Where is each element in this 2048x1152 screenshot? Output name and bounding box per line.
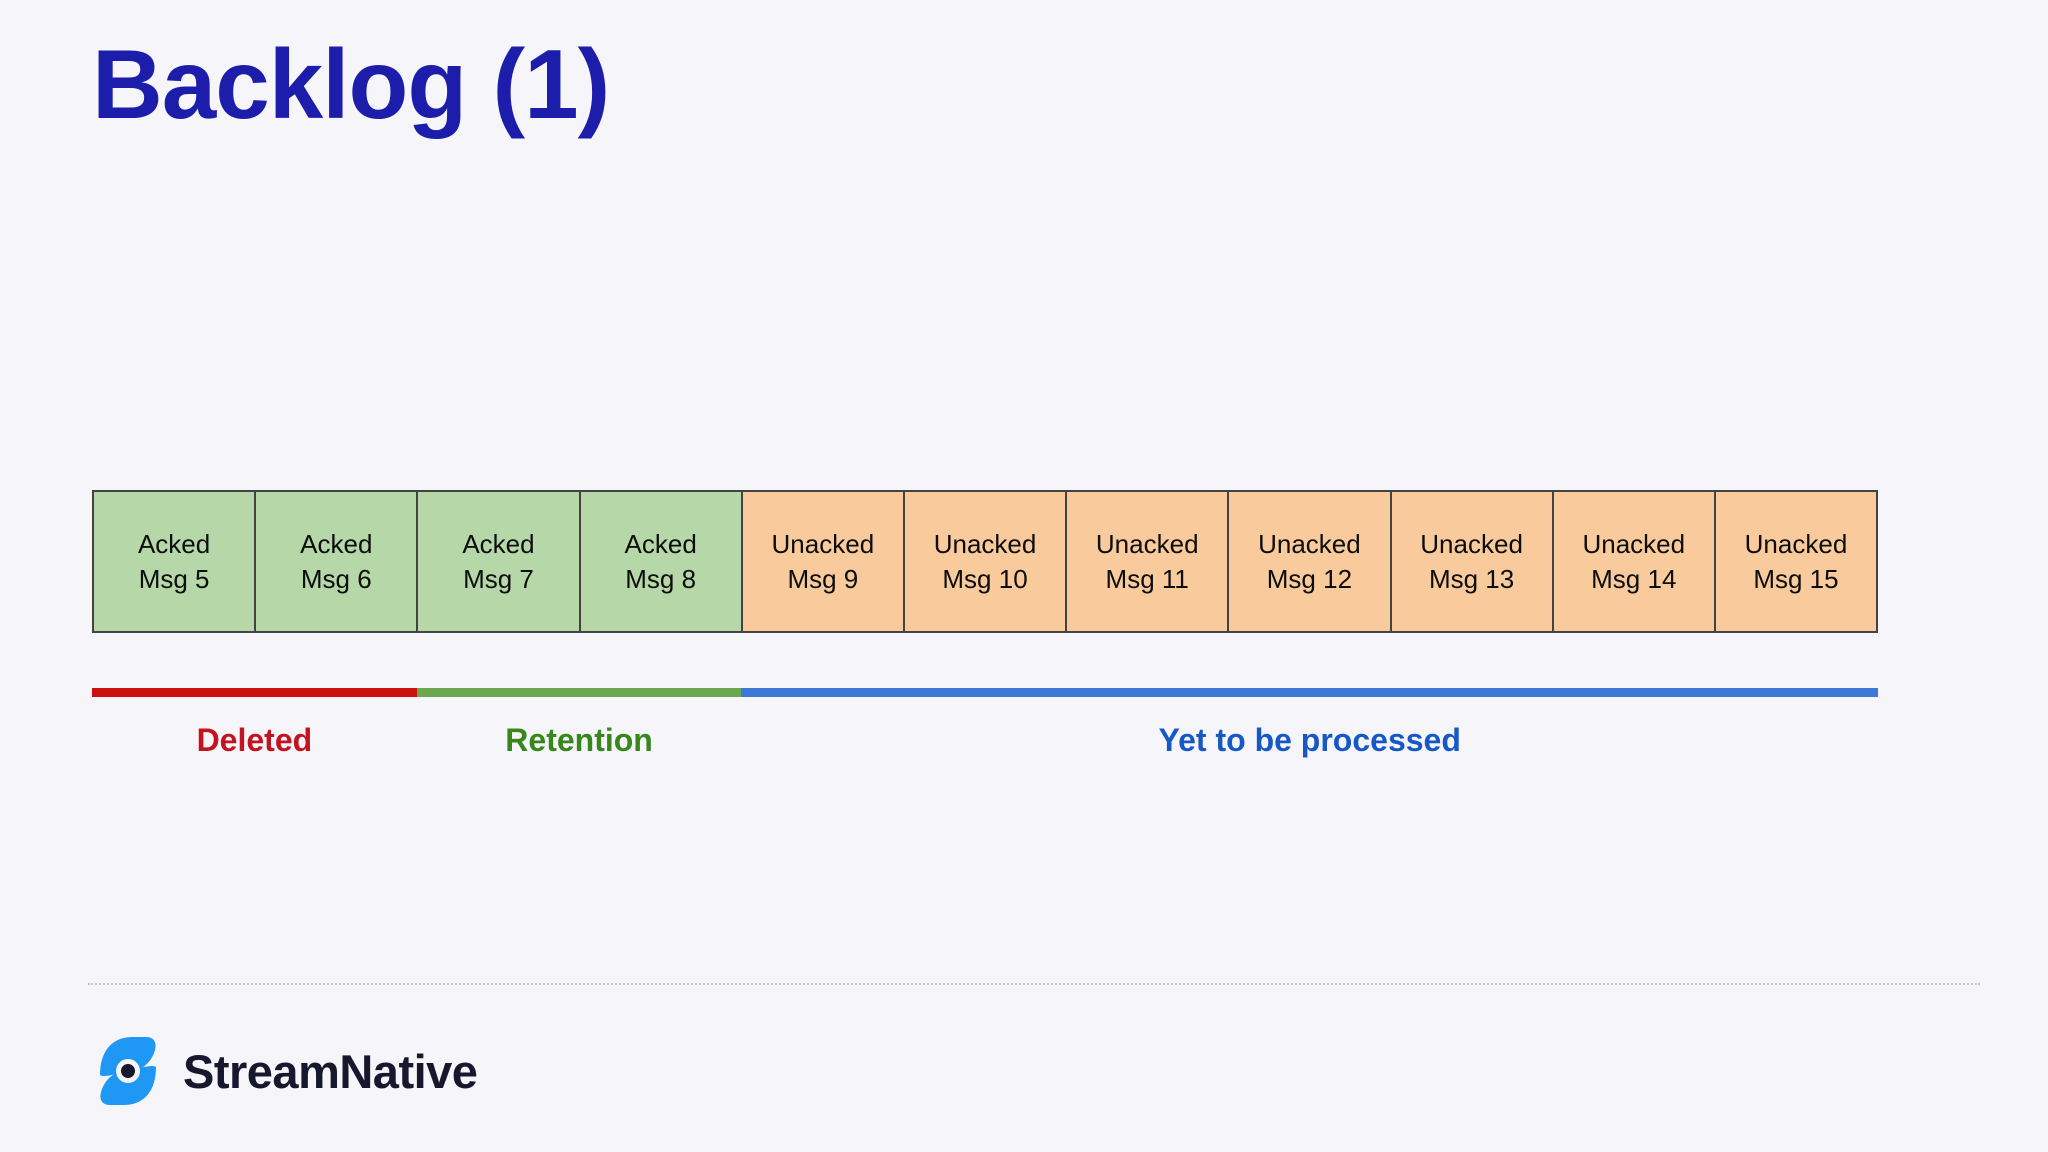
timeline-bar-deleted: [92, 688, 417, 697]
slide-title: Backlog (1): [92, 29, 610, 139]
message-state-label: Acked: [137, 528, 211, 559]
timeline-bar-yet-to-be-processed: [741, 688, 1878, 697]
message-state-label: Unacked: [1258, 528, 1361, 559]
message-state-label: Unacked: [771, 528, 875, 559]
message-id-label: Msg 12: [1266, 563, 1353, 594]
footer: StreamNative: [95, 1026, 478, 1116]
segment-bar-row: [92, 688, 1878, 697]
brand-name: StreamNative: [183, 1044, 478, 1098]
message-id-label: Msg 8: [625, 563, 697, 594]
segment-label-deleted: Deleted: [196, 722, 313, 758]
message-id-label: Msg 9: [787, 563, 859, 594]
message-id-label: Msg 6: [300, 563, 372, 594]
segment-label-row: Deleted Retention Yet to be processed: [92, 722, 1878, 766]
message-id-label: Msg 13: [1428, 563, 1515, 594]
message-id-label: Msg 11: [1105, 563, 1189, 594]
message-state-label: Unacked: [1744, 528, 1848, 559]
message-state-label: Unacked: [933, 528, 1037, 559]
message-state-label: Unacked: [1095, 528, 1199, 559]
message-state-label: Unacked: [1420, 528, 1523, 559]
timeline-bar-retention: [416, 688, 742, 697]
message-id-label: Msg 14: [1591, 563, 1677, 594]
footer-divider: [88, 983, 1980, 985]
segment-label-yet-to-be-processed: Yet to be processed: [1158, 722, 1461, 758]
message-state-label: Acked: [624, 528, 697, 559]
message-id-label: Msg 15: [1753, 563, 1839, 594]
message-id-label: Msg 10: [942, 563, 1028, 594]
message-id-label: Msg 5: [138, 563, 210, 594]
message-state-label: Acked: [300, 528, 373, 559]
segment-label-retention: Retention: [505, 722, 653, 758]
message-state-label: Acked: [462, 528, 535, 559]
message-id-label: Msg 7: [463, 563, 534, 594]
message-state-label: Unacked: [1582, 528, 1686, 559]
streamnative-logo-icon: [100, 1037, 156, 1105]
